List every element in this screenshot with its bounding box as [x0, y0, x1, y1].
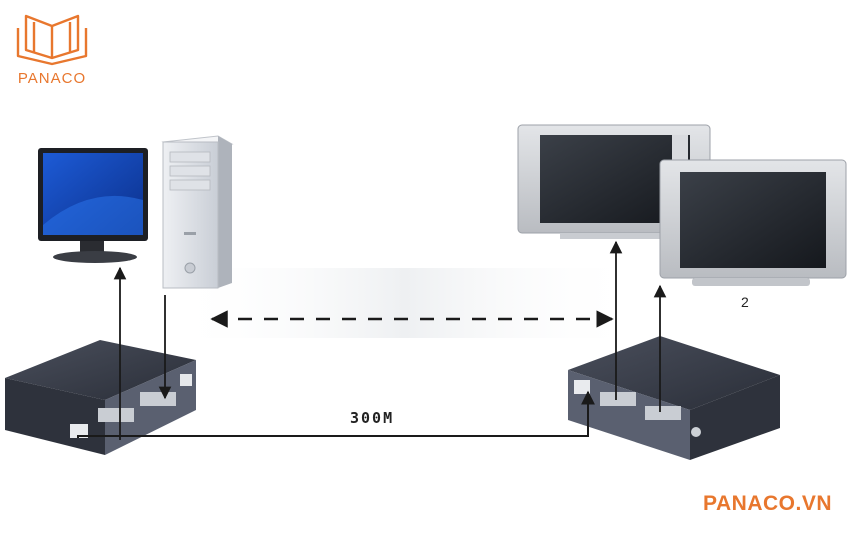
- background-haze: [170, 268, 640, 338]
- vga-port-icon: [98, 408, 134, 422]
- vga-port-icon: [600, 392, 636, 406]
- rj45-port-icon: [574, 380, 590, 394]
- display-number-label: 2: [741, 294, 749, 310]
- vga-port-icon: [140, 392, 176, 406]
- distance-label: 300M: [350, 409, 395, 427]
- kvm-extender-icon: [5, 340, 196, 455]
- vga-port-icon: [645, 406, 681, 420]
- footer-brand: PANACO.VN: [703, 492, 832, 515]
- book-logo-icon: [16, 14, 88, 66]
- rj45-port-icon: [70, 424, 88, 438]
- brand-logo: PANACO: [8, 8, 96, 88]
- logo-text: PANACO: [17, 70, 87, 87]
- lcd-monitor-icon: [38, 148, 148, 263]
- pc-tower-icon: [161, 135, 234, 289]
- cable-line: [77, 390, 595, 438]
- kvm-extender-icon: [568, 336, 780, 460]
- flat-panel-tv-icon: [659, 159, 847, 286]
